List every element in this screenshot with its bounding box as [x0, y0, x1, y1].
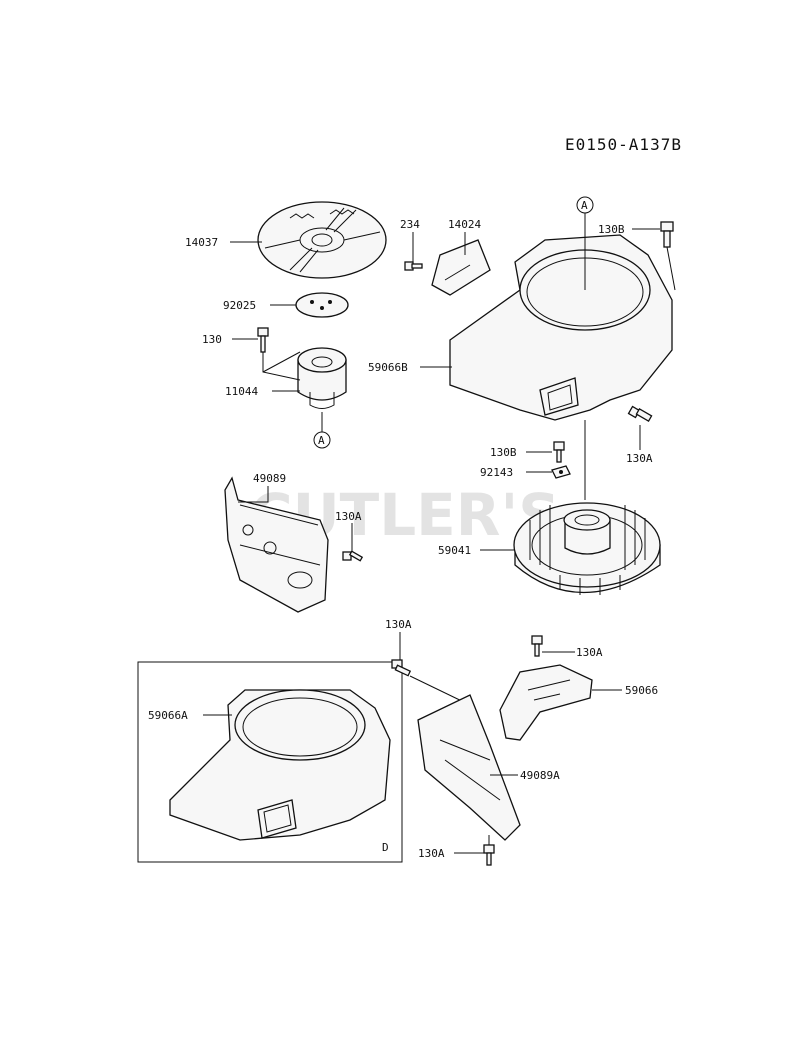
label-59066a: 59066A	[148, 709, 188, 722]
label-92025: 92025	[223, 299, 256, 312]
part-49089a-shroud	[417, 694, 521, 841]
label-234: 234	[400, 218, 420, 231]
label-130b-top: 130B	[598, 223, 625, 236]
diagram-code: E0150-A137B	[565, 135, 682, 154]
part-130a-bolt-bracket	[531, 635, 543, 657]
part-130a-bolt-shroud	[342, 550, 364, 562]
detail-d-label: D	[382, 841, 389, 854]
label-14037: 14037	[185, 236, 218, 249]
part-59066-bracket	[499, 664, 593, 741]
part-49089-shroud	[224, 476, 329, 613]
callout-a-top: A	[576, 196, 594, 290]
label-59041: 59041	[438, 544, 471, 557]
part-130a-bolt-right	[627, 405, 653, 422]
part-59066a-housing	[169, 689, 391, 841]
label-130a-bottom: 130A	[418, 847, 445, 860]
part-234-bolt	[404, 261, 423, 271]
label-49089: 49089	[253, 472, 286, 485]
part-92143-washer	[551, 465, 571, 479]
label-49089a: 49089A	[520, 769, 560, 782]
part-59041-flywheel	[513, 502, 661, 595]
part-130b-bolt-mid	[553, 441, 565, 463]
part-130b-bolt-top	[660, 221, 674, 248]
label-59066: 59066	[625, 684, 658, 697]
svg-text:A: A	[581, 199, 588, 212]
svg-text:A: A	[318, 434, 325, 447]
part-11044-pulley	[297, 347, 347, 409]
label-11044: 11044	[225, 385, 258, 398]
detail-d-frame	[137, 661, 403, 863]
part-130a-bolt-bottom	[483, 844, 495, 866]
label-59066b: 59066B	[368, 361, 408, 374]
part-14037-screen	[257, 201, 387, 279]
label-130a-right: 130A	[626, 452, 653, 465]
part-130a-bolt-upper-plate	[391, 659, 412, 677]
label-130a-shroud: 130A	[335, 510, 362, 523]
part-14024-cover	[431, 239, 491, 296]
label-14024: 14024	[448, 218, 481, 231]
part-92025-plate	[295, 292, 349, 318]
label-130: 130	[202, 333, 222, 346]
label-130a-upper-plate: 130A	[385, 618, 412, 631]
label-130a-bracket: 130A	[576, 646, 603, 659]
part-130-bolt	[257, 327, 269, 353]
callout-a-bottom: A	[313, 412, 331, 449]
label-92143: 92143	[480, 466, 513, 479]
label-130b-mid: 130B	[490, 446, 517, 459]
